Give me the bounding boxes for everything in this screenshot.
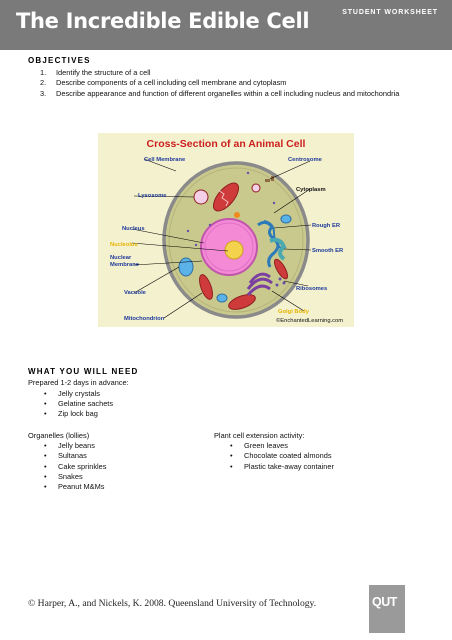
label-nuclear: Nuclear xyxy=(110,255,132,261)
label-nucleus: Nucleus xyxy=(122,226,145,232)
mitochondrion xyxy=(228,294,256,310)
label-ribosomes: Ribosomes xyxy=(296,286,327,292)
list-item: Jelly beans xyxy=(28,441,106,451)
list-item: 1. Identify the structure of a cell xyxy=(40,68,151,77)
label-cell-membrane: Cell Membrane xyxy=(144,157,186,163)
list-item: Jelly crystals xyxy=(28,389,113,399)
lysosome xyxy=(193,189,209,205)
advance-list: Jelly crystals Gelatine sachets Zip lock… xyxy=(28,389,113,420)
mitochondrion xyxy=(199,274,213,300)
label-golgi-body: Golgi Body xyxy=(278,309,310,315)
vacuole xyxy=(178,257,194,277)
qut-logo: QUT xyxy=(369,585,405,633)
objectives-list: 1. Identify the structure of a cell 2. D… xyxy=(40,68,410,99)
copyright-citation: © Harper, A., and Nickels, K. 2008. Quee… xyxy=(28,598,317,609)
label-membrane: Membrane xyxy=(110,262,140,268)
organelles-heading: Organelles (lollies) xyxy=(28,431,90,440)
animal-cell-diagram: Cross-Section of an Animal Cell xyxy=(98,133,354,327)
rough-er xyxy=(263,220,283,250)
need-heading: WHAT YOU WILL NEED xyxy=(28,367,139,376)
objectives-heading: OBJECTIVES xyxy=(28,56,91,65)
centrosome xyxy=(265,176,274,182)
list-item: Peanut M&Ms xyxy=(28,482,106,492)
cytoplasm xyxy=(168,167,304,313)
label-credit: ©EnchantedLearning.com xyxy=(276,317,343,324)
student-worksheet-tag: STUDENT WORKSHEET xyxy=(342,9,438,16)
mitochondrion xyxy=(274,258,288,280)
list-item: Snakes xyxy=(28,472,106,482)
list-item: Sultanas xyxy=(28,451,106,461)
cell-illustration: Cross-Section of an Animal Cell xyxy=(110,138,344,324)
mitochondrion xyxy=(212,182,240,212)
qut-logo-text: QUT xyxy=(372,595,397,609)
ribosomes xyxy=(186,171,286,287)
list-item: Green leaves xyxy=(214,441,334,451)
list-item: Chocolate coated almonds xyxy=(214,451,334,461)
smooth-er xyxy=(269,237,287,261)
label-rough-er: Rough ER xyxy=(312,223,341,229)
label-vacuole: Vacuole xyxy=(124,290,147,296)
nuclear-membrane xyxy=(204,222,254,272)
list-item: 2. Describe components of a cell includi… xyxy=(40,78,287,88)
list-item: 3. Describe appearance and function of d… xyxy=(40,88,400,98)
vacuole xyxy=(216,293,228,303)
centrosome-dot xyxy=(234,212,240,218)
label-cytoplasm: Cytoplasm xyxy=(296,187,326,193)
plant-heading: Plant cell extension activity: xyxy=(214,431,305,440)
label-centrosome: Centrosome xyxy=(288,157,323,163)
label-nucleolus: Nucleolus xyxy=(110,242,138,248)
list-item: Plastic take-away container xyxy=(214,462,334,472)
label-lysosome: Lysosome xyxy=(138,193,167,199)
diagram-title: Cross-Section of an Animal Cell xyxy=(147,138,306,150)
list-item: Cake sprinkles xyxy=(28,462,106,472)
label-mitochondrion: Mitochondrion xyxy=(124,316,165,322)
leader-lines xyxy=(131,158,312,319)
advance-intro: Prepared 1-2 days in advance: xyxy=(28,378,129,387)
label-smooth-er: Smooth ER xyxy=(312,248,344,254)
list-item: Gelatine sachets xyxy=(28,399,113,409)
vacuole xyxy=(280,214,292,224)
organelles-list: Organelles (lollies) Jelly beans Sultana… xyxy=(28,431,106,492)
lysosome xyxy=(251,183,261,193)
page-header: The Incredible Edible Cell STUDENT WORKS… xyxy=(0,0,452,50)
worksheet-title: The Incredible Edible Cell xyxy=(16,9,310,33)
list-item: Zip lock bag xyxy=(28,409,113,419)
nucleolus xyxy=(224,240,244,260)
golgi-body xyxy=(246,272,273,297)
plant-cell-list: Plant cell extension activity: Green lea… xyxy=(214,431,334,472)
